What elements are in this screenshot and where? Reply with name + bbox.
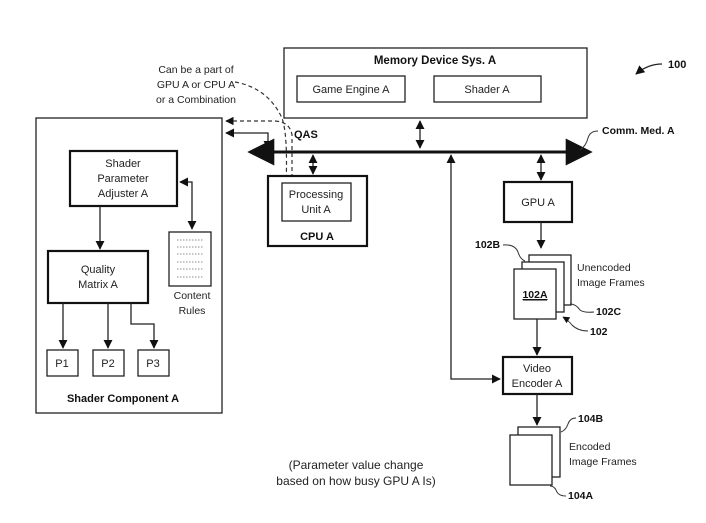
adjuster-line-3: Adjuster A bbox=[98, 188, 149, 200]
dashed-link-inner bbox=[234, 81, 288, 187]
adjuster-line-2: Parameter bbox=[97, 173, 149, 185]
bus-label: Comm. Med. A bbox=[602, 125, 675, 137]
shader-component-title: Shader Component A bbox=[67, 393, 179, 405]
processing-unit-line-2: Unit A bbox=[301, 204, 331, 216]
ref-104b-label: 104B bbox=[578, 413, 604, 425]
p3-label: P3 bbox=[146, 358, 159, 370]
ref-102-leader bbox=[562, 316, 589, 332]
frame-102a bbox=[513, 268, 557, 320]
adjuster-rules-arrow bbox=[179, 177, 197, 230]
matrix-to-p3-arrow bbox=[130, 303, 159, 349]
p3-box bbox=[137, 349, 170, 377]
encoded-line-1: Encoded bbox=[569, 441, 611, 453]
ref-100-arrow bbox=[635, 63, 663, 75]
ref-104b-leader bbox=[560, 417, 577, 433]
content-rules-document bbox=[168, 231, 212, 287]
combination-note: Can be a part of GPU A or CPU A or a Com… bbox=[156, 64, 236, 106]
adjuster-line-1: Shader bbox=[105, 158, 141, 170]
video-encoder-box bbox=[501, 355, 574, 396]
ref-104a-leader bbox=[549, 485, 567, 497]
matrix-line-1: Quality bbox=[81, 264, 116, 276]
ref-102c-label: 102C bbox=[596, 306, 622, 318]
ref-102b-leader bbox=[502, 244, 526, 262]
unencoded-line-2: Image Frames bbox=[577, 277, 645, 289]
game-engine-label: Game Engine A bbox=[312, 84, 390, 96]
encoder-line-2: Encoder A bbox=[512, 378, 563, 390]
matrix-line-2: Matrix A bbox=[78, 279, 118, 291]
note-line-2: GPU A or CPU A bbox=[157, 79, 235, 91]
game-engine-box bbox=[296, 75, 406, 103]
p2-label: P2 bbox=[101, 358, 114, 370]
unencoded-frames-stack: 102A bbox=[513, 254, 572, 320]
quality-matrix-box bbox=[46, 249, 150, 305]
content-rules-line-1: Content bbox=[174, 290, 211, 302]
frame-102a-label: 102A bbox=[522, 289, 548, 301]
shader-box bbox=[433, 75, 542, 103]
shader-label: Shader A bbox=[464, 84, 510, 96]
shader-parameter-adjuster-box bbox=[68, 149, 179, 208]
encoded-frames-stack bbox=[509, 426, 561, 486]
memory-device-block: Memory Device Sys. A Game Engine A Shade… bbox=[283, 47, 588, 119]
p2-box bbox=[92, 349, 125, 377]
unencoded-line-1: Unencoded bbox=[577, 262, 631, 274]
bus-to-shader-arrow bbox=[225, 128, 273, 150]
qas-label: QAS bbox=[294, 129, 318, 141]
p1-label: P1 bbox=[55, 358, 68, 370]
cpu-block: Processing Unit A CPU A bbox=[266, 174, 369, 248]
gpu-box bbox=[502, 180, 574, 224]
content-rules-line-2: Rules bbox=[179, 305, 206, 317]
note-line-3: or a Combination bbox=[156, 94, 236, 106]
ref-100-label: 100 bbox=[668, 59, 686, 71]
encoded-line-2: Image Frames bbox=[569, 456, 637, 468]
memory-device-title: Memory Device Sys. A bbox=[374, 55, 496, 67]
ref-104a-label: 104A bbox=[568, 490, 594, 502]
ref-102-label: 102 bbox=[590, 326, 608, 338]
ref-102b-label: 102B bbox=[475, 239, 501, 251]
bus-label-leader bbox=[579, 130, 599, 151]
bus-encoder-arrow bbox=[446, 154, 501, 384]
p1-box bbox=[46, 349, 79, 377]
dashed-link-outer bbox=[225, 116, 293, 188]
processing-unit-box bbox=[281, 182, 352, 222]
ref-102c-leader bbox=[569, 303, 595, 313]
caption-line-1: (Parameter value change bbox=[289, 458, 424, 472]
gpu-title: GPU A bbox=[521, 197, 555, 209]
shader-component-block: Shader Parameter Adjuster A Quality Matr… bbox=[35, 117, 223, 414]
encoder-line-1: Video bbox=[523, 363, 551, 375]
frame-104a bbox=[509, 434, 553, 486]
cpu-title: CPU A bbox=[300, 231, 334, 243]
caption-line-2: based on how busy GPU A Is) bbox=[276, 474, 435, 488]
processing-unit-line-1: Processing bbox=[289, 189, 343, 201]
note-line-1: Can be a part of bbox=[158, 64, 233, 76]
